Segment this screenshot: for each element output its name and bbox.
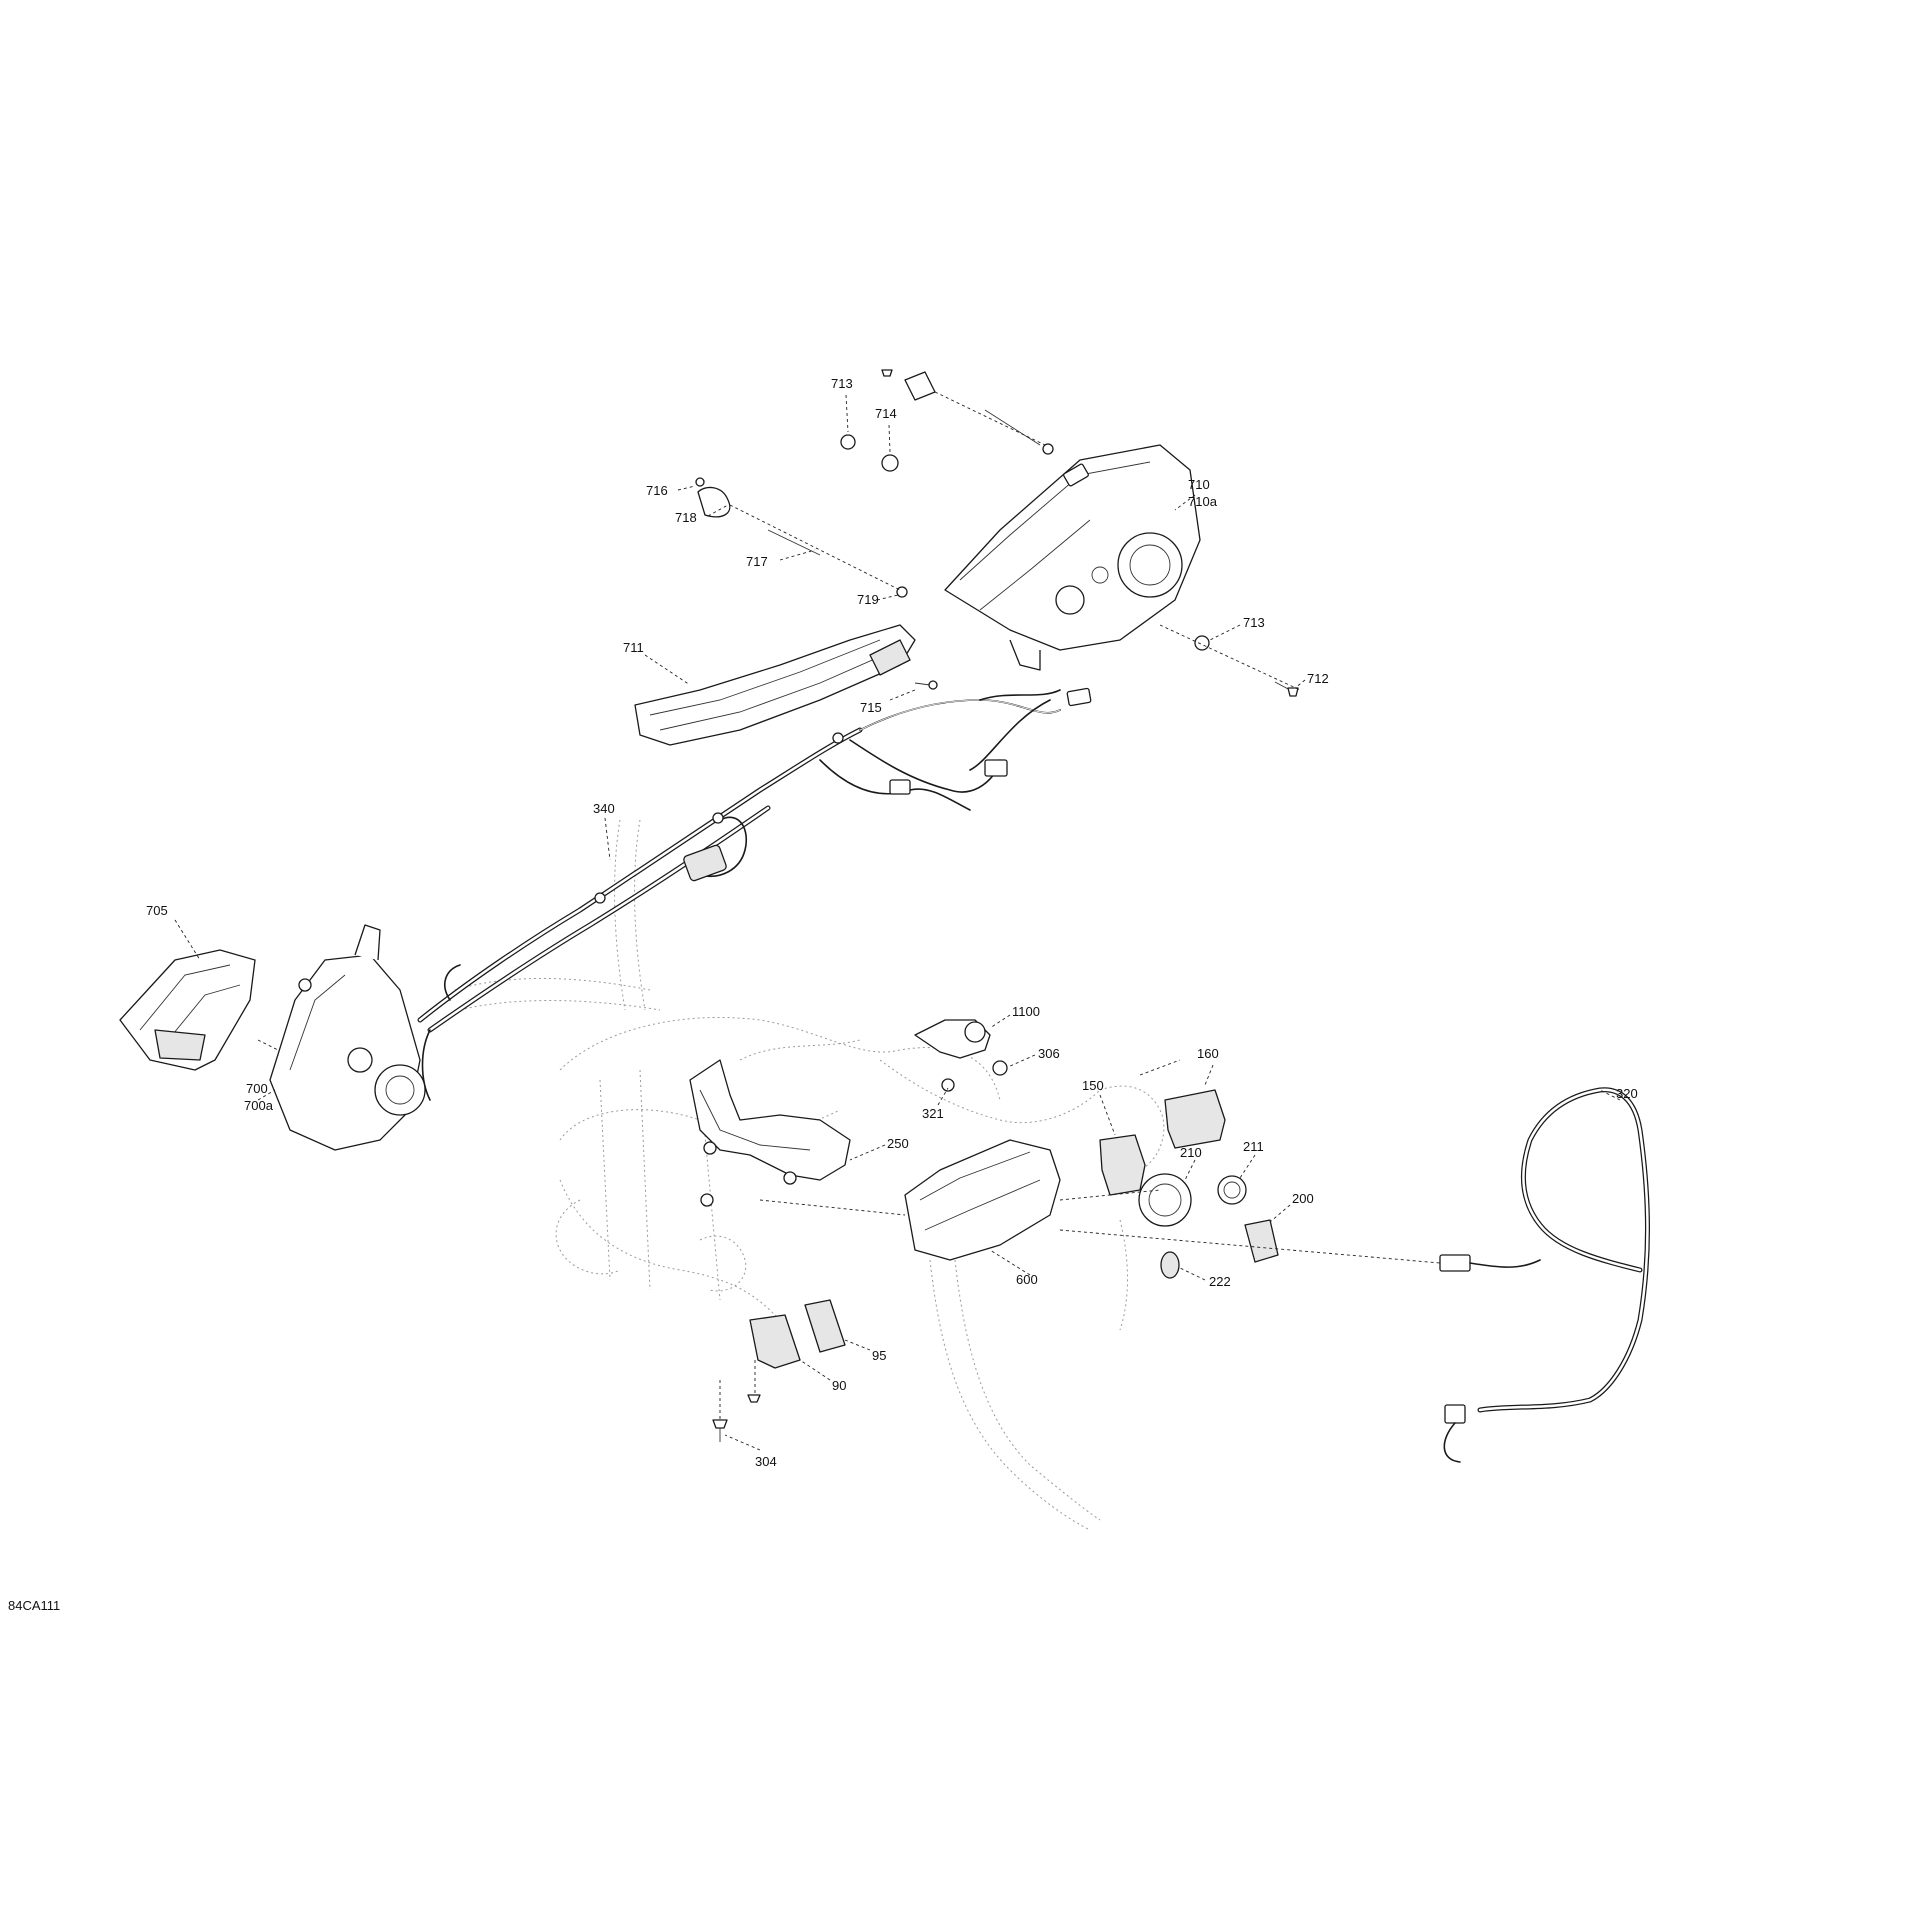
socket-210 — [1138, 1173, 1192, 1227]
callout-713-lower: 713 — [1243, 615, 1265, 630]
callout-340: 340 — [593, 801, 615, 816]
callout-211: 211 — [1243, 1139, 1264, 1154]
callout-250: 250 — [887, 1136, 909, 1151]
fastener-715 — [914, 680, 938, 690]
callout-712: 712 — [1307, 671, 1329, 686]
callout-710a: 710a — [1188, 494, 1218, 509]
bracket-250 — [689, 1059, 851, 1185]
callout-150: 150 — [1082, 1078, 1104, 1093]
bulb-222 — [1160, 1251, 1180, 1279]
side-light-705 — [119, 949, 256, 1071]
callout-705: 705 — [146, 903, 168, 918]
switch-150 — [1099, 1134, 1146, 1196]
module-600 — [904, 1139, 1061, 1261]
right-headlamp-710 — [944, 444, 1201, 671]
fastener-713-714 — [840, 369, 1054, 472]
callout-321: 321 — [922, 1106, 944, 1121]
callout-1100: 1100 — [1012, 1004, 1040, 1019]
callout-711: 711 — [623, 640, 644, 655]
callout-labels: 713 714 716 718 717 719 710 710a 713 712… — [8, 376, 1638, 1613]
callout-304: 304 — [755, 1454, 777, 1469]
callout-719: 719 — [857, 592, 879, 607]
callout-713: 713 — [831, 376, 853, 391]
leader-lines — [174, 391, 1621, 1451]
callout-222: 222 — [1209, 1274, 1231, 1289]
callout-717: 717 — [746, 554, 768, 569]
left-headlamp-700 — [269, 924, 426, 1151]
callout-700: 700 — [246, 1081, 268, 1096]
callout-716: 716 — [646, 483, 668, 498]
callout-90: 90 — [832, 1378, 846, 1393]
fastener-716-718 — [695, 477, 908, 598]
callout-710: 710 — [1188, 477, 1210, 492]
callout-160: 160 — [1197, 1046, 1219, 1061]
callout-600: 600 — [1016, 1272, 1038, 1287]
ring-211 — [1217, 1175, 1247, 1205]
callout-320: 320 — [1616, 1086, 1638, 1101]
sensor-1100 — [914, 1019, 991, 1059]
callout-200: 200 — [1292, 1191, 1314, 1206]
switch-160 — [1164, 1089, 1226, 1149]
fastener-306-321 — [700, 1060, 1008, 1207]
screw-304 — [712, 1394, 761, 1442]
callout-700a: 700a — [244, 1098, 274, 1113]
fastener-713b-712 — [1194, 635, 1299, 697]
main-wiring-harness — [417, 687, 1092, 1101]
callout-715: 715 — [860, 700, 882, 715]
callout-210: 210 — [1180, 1145, 1202, 1160]
harness-320 — [1439, 1087, 1650, 1463]
callout-714: 714 — [875, 406, 897, 421]
cover-200 — [1244, 1219, 1279, 1263]
callout-95: 95 — [872, 1348, 886, 1363]
side-light-711 — [634, 624, 916, 746]
switch-90 — [749, 1314, 801, 1369]
switch-95 — [804, 1299, 846, 1353]
callout-718: 718 — [675, 510, 697, 525]
callout-306: 306 — [1038, 1046, 1060, 1061]
figure-code: 84CA111 — [8, 1598, 60, 1613]
